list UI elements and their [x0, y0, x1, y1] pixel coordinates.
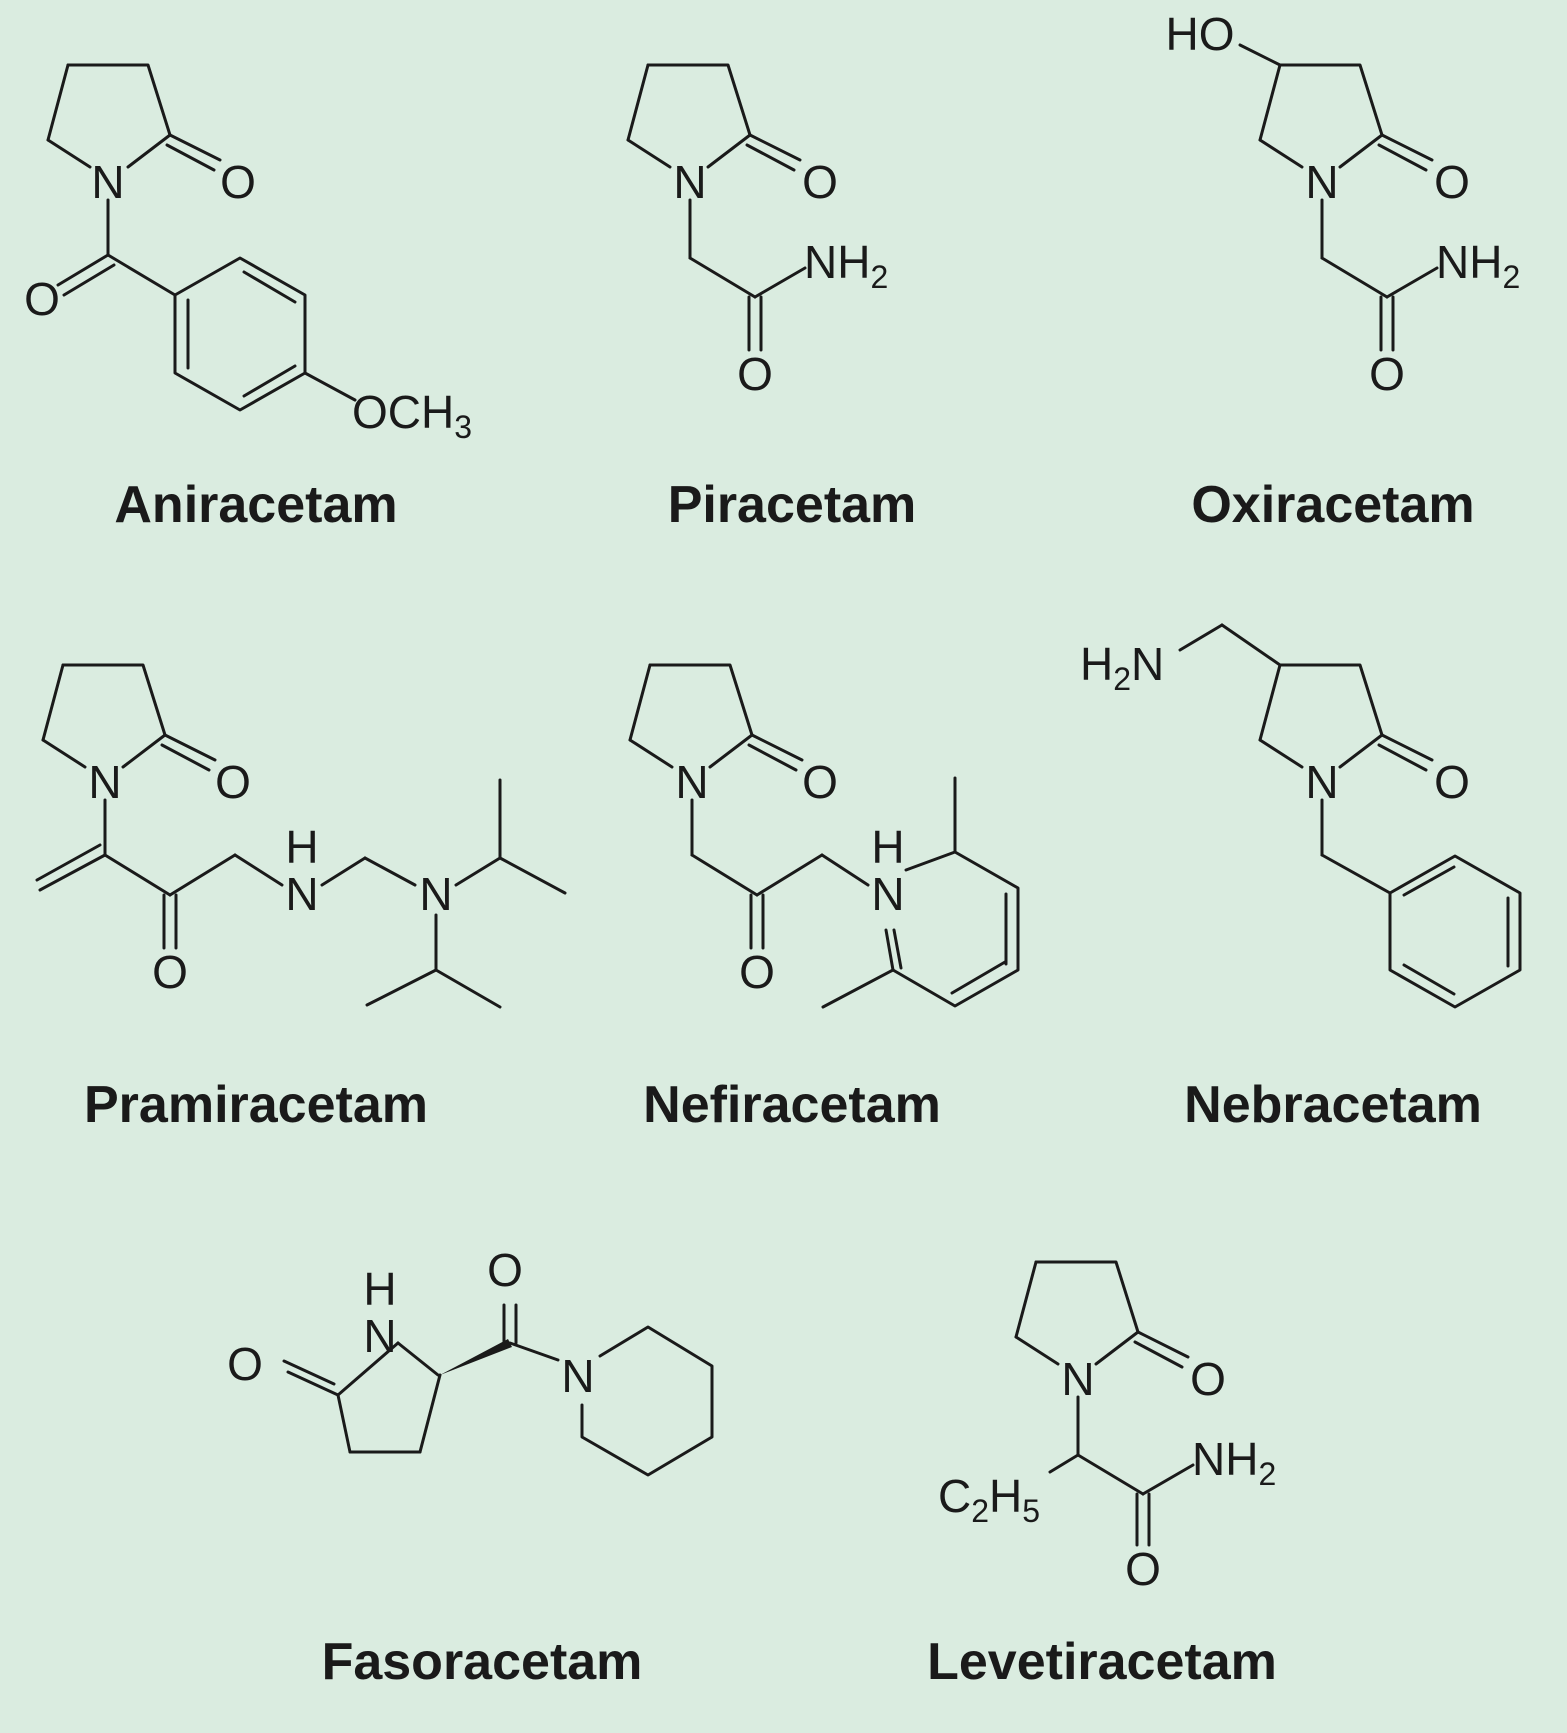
- nebracetam-name: Nebracetam: [1184, 1076, 1482, 1134]
- fasoracetam-name: Fasoracetam: [321, 1633, 643, 1691]
- nefiracetam-keto-o: O: [739, 946, 775, 998]
- oxiracetam-ring-n: N: [1305, 156, 1338, 208]
- nefiracetam-amine-n: N: [871, 868, 904, 920]
- piracetam-ring-o: O: [802, 156, 838, 208]
- oxiracetam-name: Oxiracetam: [1191, 476, 1475, 534]
- aniracetam-ring-n: N: [91, 156, 124, 208]
- fasoracetam-structure: O H N O N: [227, 1244, 714, 1477]
- pramiracetam-ring-n: N: [88, 756, 121, 808]
- oxiracetam-hydroxy: HO: [1166, 8, 1235, 60]
- levetiracetam-amide-o: O: [1125, 1543, 1161, 1595]
- aniracetam-structure: N O O OCH3: [24, 63, 472, 445]
- levetiracetam-ring-o: O: [1190, 1353, 1226, 1405]
- piracetam-name: Piracetam: [667, 476, 917, 534]
- aniracetam-ring-o: O: [220, 156, 256, 208]
- nebracetam-structure: H2N N O: [1080, 623, 1522, 1009]
- levetiracetam-amine-group: NH2: [1192, 1433, 1276, 1492]
- fasoracetam-lactam-n: N: [363, 1310, 396, 1362]
- levetiracetam-structure: N O NH2 C2H5 O: [938, 1260, 1276, 1595]
- pramiracetam-amine-h: H: [285, 821, 318, 873]
- nebracetam-ring-n: N: [1305, 756, 1338, 808]
- nebracetam-ring-o: O: [1434, 756, 1470, 808]
- nefiracetam-structure: N O O H N: [628, 663, 1020, 1009]
- piracetam-ring-n: N: [673, 156, 706, 208]
- nefiracetam-name: Nefiracetam: [643, 1076, 941, 1134]
- nefiracetam-ring-o: O: [802, 756, 838, 808]
- oxiracetam-structure: HO N O NH2 O: [1166, 8, 1521, 400]
- oxiracetam-ring-o: O: [1434, 156, 1470, 208]
- fasoracetam-acyl-o: O: [487, 1244, 523, 1296]
- piracetam-amide-o: O: [737, 348, 773, 400]
- levetiracetam-ring-n: N: [1061, 1353, 1094, 1405]
- fasoracetam-piperidine-n: N: [561, 1350, 594, 1402]
- fasoracetam-lactam-h: H: [363, 1263, 396, 1315]
- fasoracetam-lactam-o: O: [227, 1338, 263, 1390]
- pramiracetam-name: Pramiracetam: [84, 1076, 428, 1134]
- pramiracetam-tertiary-n: N: [419, 868, 452, 920]
- pramiracetam-ring-o: O: [215, 756, 251, 808]
- pramiracetam-structure: N O O H N N: [35, 663, 567, 1009]
- piracetam-structure: N O NH2 O: [626, 63, 888, 400]
- piracetam-amine-group: NH2: [804, 236, 888, 295]
- oxiracetam-amine-group: NH2: [1436, 236, 1520, 295]
- nebracetam-aminomethyl-group: H2N: [1080, 638, 1164, 697]
- aniracetam-methoxy-group: OCH3: [352, 386, 472, 445]
- nefiracetam-amine-h: H: [871, 821, 904, 873]
- pramiracetam-keto-o: O: [152, 946, 188, 998]
- oxiracetam-amide-o: O: [1369, 348, 1405, 400]
- nefiracetam-ring-n: N: [675, 756, 708, 808]
- pramiracetam-amine-n: N: [285, 868, 318, 920]
- levetiracetam-name: Levetiracetam: [927, 1633, 1277, 1691]
- aniracetam-name: Aniracetam: [114, 476, 398, 534]
- aniracetam-acyl-o: O: [24, 273, 60, 325]
- levetiracetam-ethyl-group: C2H5: [938, 1470, 1040, 1529]
